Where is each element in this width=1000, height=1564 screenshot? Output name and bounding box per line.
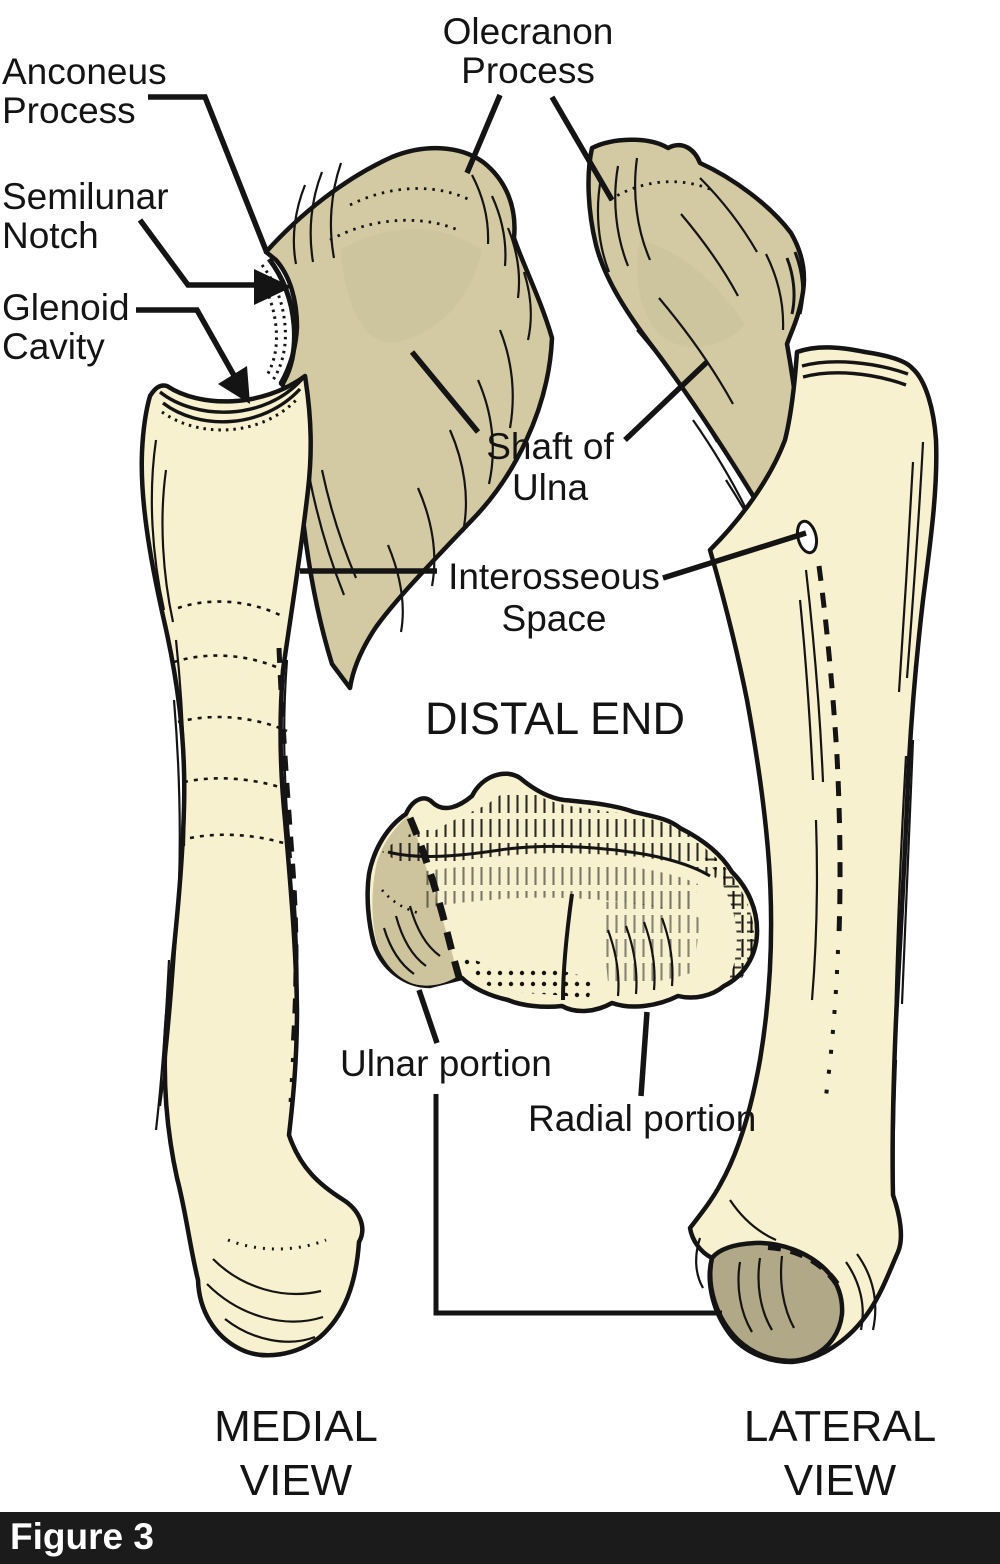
section-heading-distal-end: DISTAL END <box>424 693 686 744</box>
distal-misc-hatching <box>382 905 674 997</box>
leader-interosseous-right <box>662 530 807 581</box>
leader-shaft-right <box>623 360 709 442</box>
lateral-ulna-hatching <box>596 157 785 581</box>
label-radial-portion: Radial portion <box>528 1098 757 1139</box>
leader-lines <box>136 93 807 1316</box>
label-shaft-of-ulna: Shaft of Ulna <box>486 426 614 508</box>
distal-right-crosshatch-h <box>704 856 755 986</box>
glenoid-rim-hatch <box>161 395 301 432</box>
leader-anconeus <box>148 94 270 255</box>
arrowhead-semilunar <box>254 269 292 305</box>
lateral-view-bone <box>586 137 939 1365</box>
distal-rim-hatch <box>382 789 717 878</box>
medial-ulna-stipple-arcs <box>329 187 471 242</box>
medial-interosseous-dashes <box>276 647 299 1049</box>
lateral-radius-rim <box>801 360 909 387</box>
label-ulnar-portion: Ulnar portion <box>340 1043 552 1084</box>
interosseous-hole <box>795 519 819 555</box>
view-label-lateral: LATERAL VIEW <box>743 1402 937 1505</box>
caption-bar: Figure 3 <box>0 1512 1000 1564</box>
leader-shaft-left <box>409 350 481 434</box>
connector-ulnar-to-lateral <box>433 1094 722 1316</box>
leader-glenoid <box>136 307 239 381</box>
lateral-interosseous-dashes <box>816 565 843 935</box>
distal-stipple-patch <box>460 952 594 1000</box>
lateral-notch-edge <box>785 251 805 315</box>
label-anconeus-process: Anconeus Process <box>2 51 167 131</box>
lateral-ulna-stipple-arcs <box>609 180 713 202</box>
arrowhead-glenoid <box>218 366 250 404</box>
label-semilunar-notch: Semilunar Notch <box>2 176 169 256</box>
lateral-foot-hatching <box>737 1253 877 1333</box>
medial-foot-stipple <box>227 1238 327 1251</box>
medial-ulna-shading <box>340 229 482 343</box>
label-glenoid-cavity: Glenoid Cavity <box>2 287 130 367</box>
distal-ridge-line <box>561 893 574 1001</box>
leader-olecranon-right <box>549 95 615 202</box>
medial-view-bone <box>139 145 555 1358</box>
leader-ulnar-portion <box>416 989 440 1044</box>
view-label-medial: MEDIAL VIEW <box>214 1402 378 1505</box>
figure-caption: Figure 3 <box>10 1516 154 1557</box>
leader-semilunar <box>137 218 260 288</box>
leader-radial-portion <box>638 1011 650 1097</box>
lateral-ulna-shading <box>636 240 745 348</box>
glenoid-rim <box>158 376 305 424</box>
medial-ulna-hatching <box>292 162 532 633</box>
distal-wedge-dashes <box>406 816 463 978</box>
distal-end-section <box>365 771 760 1014</box>
leader-olecranon-left <box>464 93 503 175</box>
lateral-radius-hatching <box>695 441 925 1289</box>
label-interosseous-space: Interosseous Space <box>448 556 660 639</box>
label-olecranon-process: Olecranon Process <box>442 11 614 91</box>
semilunar-notch-hatch <box>253 264 287 381</box>
lateral-ulnar-cap <box>708 1240 845 1363</box>
lateral-ulnar-cap-dashes <box>767 1244 840 1286</box>
semilunar-notch-edge <box>267 257 297 388</box>
